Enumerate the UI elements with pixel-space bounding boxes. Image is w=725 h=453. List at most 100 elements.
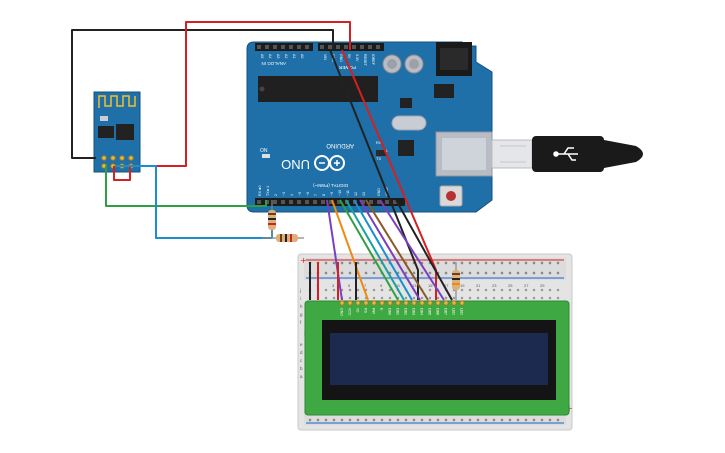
header-hole[interactable] — [289, 45, 293, 49]
hole — [452, 296, 456, 300]
wire-green — [105, 166, 267, 207]
header-hole[interactable] — [385, 200, 389, 204]
header-hole[interactable] — [281, 45, 285, 49]
header-hole[interactable] — [369, 200, 373, 204]
lcd-pin[interactable] — [339, 300, 345, 306]
header-hole[interactable] — [321, 200, 325, 204]
power-label: POWER — [338, 65, 356, 70]
header-hole[interactable] — [352, 45, 356, 49]
header-hole[interactable] — [305, 200, 309, 204]
hole — [548, 296, 552, 300]
rail-hole — [444, 418, 448, 422]
rail-hole — [404, 271, 408, 275]
rail-hole — [428, 271, 432, 275]
hole — [364, 288, 368, 292]
header-hole[interactable] — [297, 45, 301, 49]
wire-black — [395, 199, 453, 301]
rail-hole — [428, 418, 432, 422]
hole — [388, 296, 392, 300]
header-hole[interactable] — [329, 200, 333, 204]
rail-hole — [500, 271, 504, 275]
lcd-pin[interactable] — [427, 300, 433, 306]
header-hole[interactable] — [281, 200, 285, 204]
rail-hole — [460, 418, 464, 422]
header-hole[interactable] — [393, 200, 397, 204]
esp-pin[interactable] — [119, 155, 125, 161]
esp-pin[interactable] — [110, 155, 116, 161]
rail-hole — [372, 418, 376, 422]
rail-hole — [556, 261, 560, 265]
digital-pin-label: ~10 — [338, 190, 342, 196]
header-hole[interactable] — [360, 45, 364, 49]
hole — [420, 296, 424, 300]
hole — [468, 288, 472, 292]
lcd-pin[interactable] — [371, 300, 377, 306]
esp8266-module — [93, 91, 141, 173]
lcd-pin[interactable] — [379, 300, 385, 306]
lcd-pin[interactable] — [451, 300, 457, 306]
header-hole[interactable] — [257, 200, 261, 204]
digital-pin-label: ~11 — [346, 190, 350, 196]
column-number: 21 — [476, 283, 481, 288]
hole — [324, 288, 328, 292]
header-hole[interactable] — [376, 45, 380, 49]
header-hole[interactable] — [313, 200, 317, 204]
lcd-pin[interactable] — [347, 300, 353, 306]
lcd-pin[interactable] — [403, 300, 409, 306]
header-hole[interactable] — [297, 200, 301, 204]
header-hole[interactable] — [328, 45, 332, 49]
wire-purple — [326, 199, 343, 301]
lcd-pin[interactable] — [355, 300, 361, 306]
lcd-pin[interactable] — [411, 300, 417, 306]
hole — [356, 288, 360, 292]
hole — [404, 296, 408, 300]
esp-pin[interactable] — [128, 155, 134, 161]
header-hole[interactable] — [305, 45, 309, 49]
lcd-pin[interactable] — [459, 300, 465, 306]
header-hole[interactable] — [289, 200, 293, 204]
rail-hole — [324, 261, 328, 265]
hole — [492, 288, 496, 292]
row-letter: h — [300, 304, 303, 309]
header-hole[interactable] — [361, 200, 365, 204]
column-number: 17 — [444, 283, 449, 288]
lcd-pin[interactable] — [387, 300, 393, 306]
header-hole[interactable] — [336, 45, 340, 49]
rail-hole — [388, 418, 392, 422]
row-letter: e — [300, 342, 303, 347]
header-hole[interactable] — [344, 45, 348, 49]
lcd-pin-label: RW — [372, 308, 376, 315]
lcd-pin[interactable] — [443, 300, 449, 306]
header-hole[interactable] — [320, 45, 324, 49]
power-pin-label: VIN — [323, 54, 327, 60]
header-hole[interactable] — [337, 200, 341, 204]
lcd-pin[interactable] — [395, 300, 401, 306]
lcd-pin-label: VCC — [348, 308, 352, 316]
lcd-pin[interactable] — [435, 300, 441, 306]
hole — [412, 296, 416, 300]
rail-hole — [420, 271, 424, 275]
hole — [332, 288, 336, 292]
header-hole[interactable] — [273, 45, 277, 49]
lcd-pin-label: DB7 — [444, 308, 448, 315]
antenna-trace-icon — [98, 95, 136, 108]
header-hole[interactable] — [257, 45, 261, 49]
header-hole[interactable] — [377, 200, 381, 204]
wire-purple — [359, 199, 421, 301]
lcd-pin[interactable] — [363, 300, 369, 306]
rail-hole — [492, 418, 496, 422]
hole — [540, 296, 544, 300]
digital-pin-label: 7 — [314, 194, 318, 196]
lcd-pin[interactable] — [419, 300, 425, 306]
rail-hole — [516, 418, 520, 422]
header-hole[interactable] — [265, 45, 269, 49]
header-hole[interactable] — [368, 45, 372, 49]
rail-hole — [332, 418, 336, 422]
lcd-screen — [330, 333, 548, 385]
atmega-chip — [258, 76, 378, 102]
rail-hole — [372, 261, 376, 265]
rail-hole — [332, 271, 336, 275]
esp-pin[interactable] — [101, 155, 107, 161]
hole — [524, 296, 528, 300]
header-hole[interactable] — [273, 200, 277, 204]
